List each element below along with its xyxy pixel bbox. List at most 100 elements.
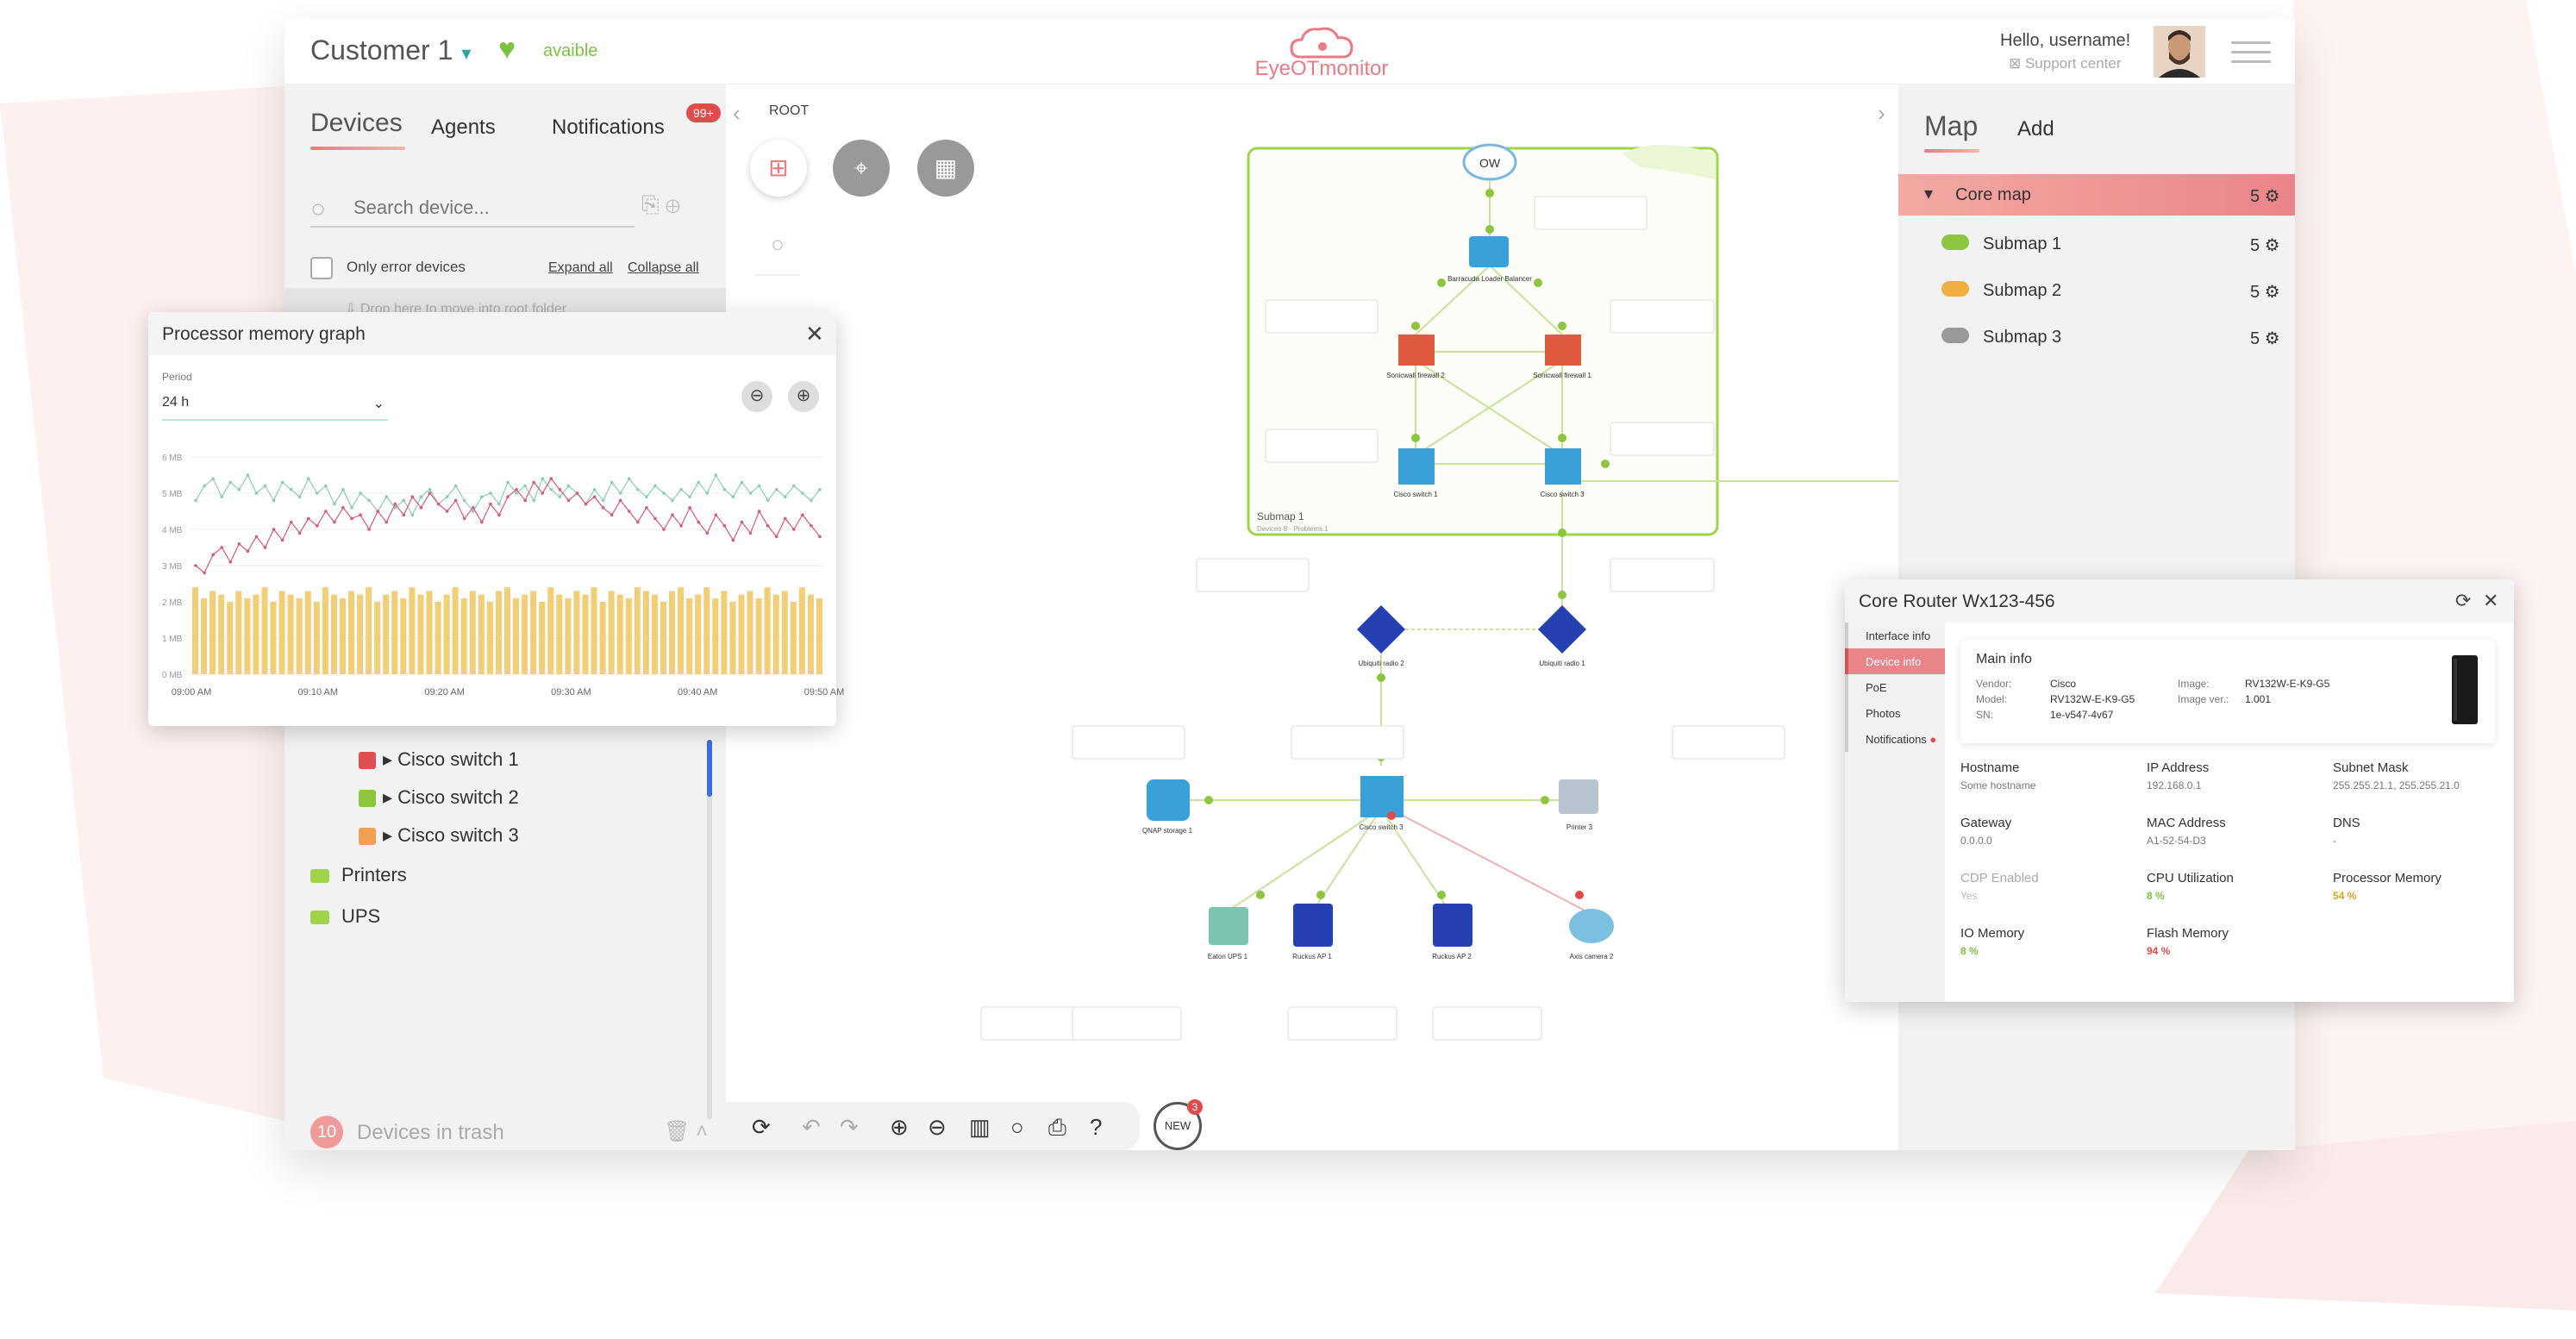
close-icon[interactable]: ✕ [805, 321, 824, 347]
node-firewall-1[interactable] [1545, 335, 1581, 366]
add-folder-icon[interactable]: ⎘ [641, 191, 660, 217]
series-green-point [220, 495, 223, 498]
series-green-point [402, 498, 406, 503]
series-red-point [515, 488, 518, 491]
tab-poe[interactable]: PoE [1845, 674, 1945, 700]
avatar[interactable] [2154, 26, 2205, 78]
print-icon[interactable]: ⎙ [1048, 1114, 1066, 1140]
support-link[interactable]: ⊠ Support center [2009, 55, 2122, 72]
refresh-icon[interactable]: ⟳ [752, 1114, 771, 1140]
search-input[interactable] [353, 195, 629, 221]
tab-notifications[interactable]: Notifications ● [1845, 726, 1945, 752]
node-ubiquiti-radio-1[interactable] [1538, 605, 1586, 654]
series-red-point [297, 531, 302, 535]
map-canvas[interactable]: ‹ ROOT › ⊞ ⌖ ▦ ○ Submap 1 Devices 8 · Pr… [726, 84, 2105, 1150]
customer-selector[interactable]: Customer 1▾ [310, 34, 472, 66]
tab-notifications[interactable]: Notifications [552, 116, 665, 139]
tab-map[interactable]: Map [1924, 110, 1980, 153]
zoom-out-icon[interactable]: ⊖ [741, 381, 772, 412]
series-green-point [653, 484, 657, 488]
series-green-point [801, 491, 804, 495]
tree-folder[interactable]: Printers [310, 864, 407, 886]
menu-icon[interactable] [2231, 41, 2271, 70]
zoom-out-icon[interactable]: ⊖ [928, 1114, 947, 1140]
series-red-point [359, 513, 362, 516]
node-ow[interactable]: OW [1462, 143, 1517, 181]
tab-agents[interactable]: Agents [431, 116, 496, 139]
node-ubiquiti-radio-2[interactable] [1357, 605, 1405, 654]
node-eaton-ups[interactable] [1209, 907, 1248, 945]
series-red-point [289, 520, 293, 524]
node-ruckus-ap-1[interactable] [1293, 904, 1333, 947]
node-axis-camera[interactable] [1569, 909, 1614, 943]
tab-devices[interactable]: Devices [310, 109, 405, 150]
topology-view-button[interactable]: ⊞ [750, 140, 807, 197]
bar [357, 594, 364, 674]
submap-label: Submap 1 [1257, 510, 1304, 522]
window-title: Processor memory graph [148, 312, 836, 355]
tree-item[interactable]: ▸ Cisco switch 3 [359, 824, 519, 847]
tree-folder[interactable]: UPS [310, 905, 380, 928]
period-select[interactable]: 24 h⌄ [162, 395, 388, 421]
series-green-point [280, 480, 284, 485]
node-qnap-storage[interactable] [1147, 779, 1190, 821]
tree-scrollbar[interactable] [707, 740, 712, 1119]
y-tick-label: 2 MB [162, 598, 183, 608]
tab-photos[interactable]: Photos [1845, 700, 1945, 726]
zoom-in-icon[interactable]: ⊕ [890, 1114, 909, 1140]
add-device-icon[interactable]: ⊕ [666, 191, 680, 217]
series-red-point [766, 524, 770, 528]
zoom-in-icon[interactable]: ⊕ [788, 381, 819, 412]
series-green-point [705, 491, 710, 495]
series-red-point [740, 520, 744, 524]
map-icon[interactable]: ▥ [969, 1114, 991, 1140]
redo-icon[interactable]: ↷ [840, 1114, 859, 1140]
bar [486, 602, 493, 674]
collapse-left-icon[interactable]: ‹ [733, 100, 741, 126]
series-red-point [757, 510, 761, 513]
undo-icon[interactable]: ↶ [802, 1114, 821, 1140]
series-red-point [549, 477, 553, 480]
only-errors-checkbox[interactable] [310, 257, 333, 279]
bar [503, 587, 511, 674]
refresh-icon[interactable]: ⟳ [2455, 590, 2472, 611]
search-icon[interactable]: ○ [1010, 1114, 1024, 1140]
vendor-value: Cisco [2050, 678, 2077, 690]
series-red-point [237, 542, 241, 546]
tree-item[interactable]: ▸ Cisco switch 2 [359, 786, 519, 809]
notifications-badge: 99+ [686, 103, 721, 122]
node-firewall-2[interactable] [1398, 335, 1435, 366]
node-cisco-switch-3b[interactable] [1360, 776, 1404, 817]
node-ruckus-ap-2[interactable] [1433, 904, 1472, 947]
collapse-right-icon[interactable]: › [1878, 100, 1885, 126]
y-tick-label: 4 MB [162, 526, 183, 535]
tab-interface-info[interactable]: Interface info [1845, 623, 1945, 648]
node-printer[interactable] [1559, 779, 1598, 814]
node-cisco-switch-1[interactable] [1398, 448, 1435, 485]
core-map-item[interactable]: ▾ Core map 5 ⚙ [1898, 174, 2295, 216]
close-icon[interactable]: ✕ [2483, 590, 2499, 611]
tree-item[interactable]: ▸ Cisco switch 1 [359, 748, 519, 771]
tab-add[interactable]: Add [2017, 117, 2054, 141]
top-header: Customer 1▾ ♥ avaible EyeOTmonitor Hello… [284, 19, 2295, 84]
bar [772, 594, 779, 674]
tab-device-info[interactable]: Device info [1845, 648, 1945, 674]
logo[interactable]: EyeOTmonitor [1248, 22, 1395, 83]
trash-bar[interactable]: 10 Devices in trash 🗑 ˄ [284, 1107, 726, 1150]
collapse-all-link[interactable]: Collapse all [628, 260, 699, 275]
series-red-point [497, 513, 501, 516]
node-loadbalancer[interactable] [1469, 236, 1509, 267]
geo-map-view-button[interactable]: ⌖ [833, 140, 890, 197]
dashboard-view-button[interactable]: ▦ [917, 140, 974, 197]
breadcrumb[interactable]: ROOT [769, 103, 810, 118]
series-green-point [315, 491, 319, 495]
canvas-search-icon[interactable]: ○ [755, 231, 800, 276]
help-icon[interactable]: ? [1090, 1114, 1103, 1140]
expand-all-link[interactable]: Expand all [548, 260, 613, 275]
trash-icon[interactable]: 🗑 ˄ [664, 1120, 709, 1143]
node-cisco-switch-3[interactable] [1545, 448, 1581, 485]
